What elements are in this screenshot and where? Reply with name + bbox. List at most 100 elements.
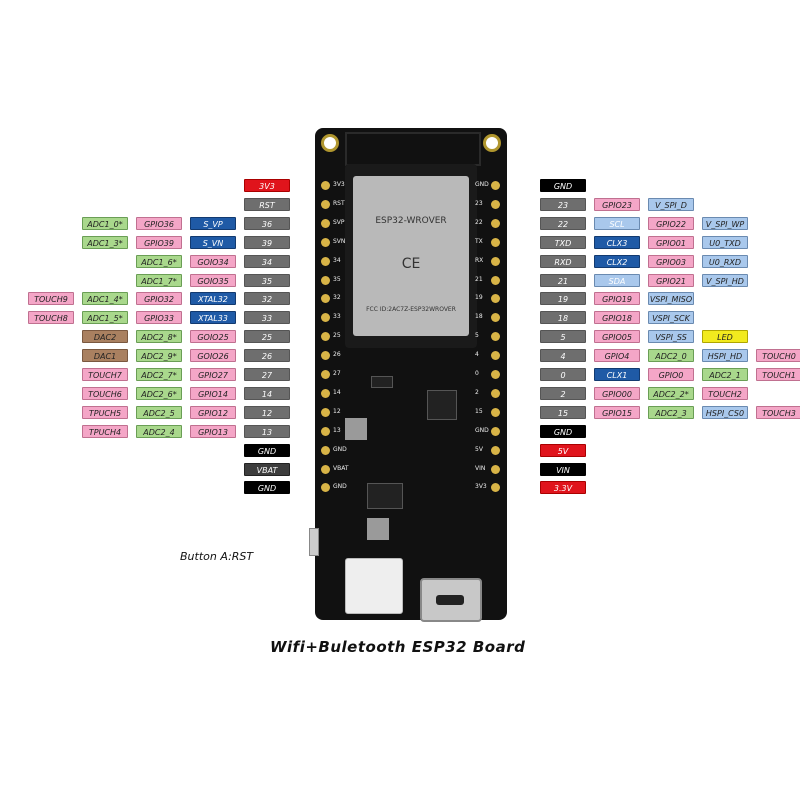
left-row8-label1: GOIO25 (190, 330, 236, 344)
usb-uart-chip (427, 390, 457, 420)
left-row6-label4: TOUCH9 (28, 292, 74, 306)
right-row11-label3: TOUCH2 (702, 386, 748, 400)
right-row5-label0: 21 (540, 273, 586, 287)
left-row10-label3: TOUCH7 (82, 368, 128, 381)
right-silk-13: GND (475, 426, 489, 434)
left-row5-label0: 35 (244, 273, 290, 287)
ce-mark: CE (401, 256, 421, 272)
left-silk-10: 27 (333, 370, 341, 377)
right-row10-label1: CLX1 (594, 368, 640, 381)
right-row3-label3: U0_TXD (702, 235, 748, 249)
left-pad-6 (321, 294, 330, 304)
left-row11-label1: GPIO14 (190, 386, 236, 400)
right-row8-label3: LED (702, 330, 748, 344)
left-row12-label2: ADC2_5 (136, 405, 182, 419)
right-row9-label3: HSPI_HD (702, 349, 748, 363)
left-pad-16 (321, 483, 330, 493)
right-row11-label2: ADC2_2* (648, 386, 694, 400)
right-silk-10: 0 (475, 370, 479, 377)
right-silk-7: 18 (475, 313, 483, 321)
right-row6-label1: GPIO19 (594, 292, 640, 306)
diagram-title: Wifi+Buletooth ESP32 Board (270, 638, 526, 656)
right-silk-8: 5 (475, 332, 479, 340)
right-row6-label0: 19 (540, 292, 586, 306)
left-silk-14: GND (333, 445, 347, 453)
left-row6-label2: GPIO32 (136, 292, 182, 306)
left-silk-5: 35 (333, 275, 341, 283)
left-pad-1 (321, 199, 330, 209)
left-row7-label3: ADC1_5* (82, 311, 128, 325)
right-row0-label0: GND (540, 179, 586, 192)
left-row0-label0: 3V3 (244, 179, 290, 192)
right-row5-label2: GPIO21 (648, 273, 694, 287)
right-pad-5 (491, 275, 500, 285)
micro-usb-port[interactable] (420, 578, 482, 622)
right-row5-label3: V_SPI_HD (702, 273, 748, 287)
right-pad-6 (491, 294, 500, 304)
left-silk-2: SVP (333, 218, 345, 226)
left-silk-1: RST (333, 199, 345, 207)
reset-button[interactable] (309, 528, 319, 556)
right-row10-label2: GPIO0 (648, 368, 694, 381)
right-pad-13 (491, 426, 500, 436)
left-row3-label3: ADC1_3* (82, 235, 128, 249)
left-row13-label2: ADC2_4 (136, 424, 182, 438)
right-row7-label0: 18 (540, 311, 586, 325)
right-row13-label0: GND (540, 424, 586, 438)
charger-chip (367, 483, 403, 509)
right-pad-1 (491, 199, 500, 209)
left-row12-label3: TPUCH5 (82, 405, 128, 419)
right-row12-label0: 15 (540, 405, 586, 419)
left-row9-label0: 26 (244, 349, 290, 363)
right-silk-2: 22 (475, 218, 483, 226)
left-row2-label3: ADC1_0* (82, 216, 128, 230)
right-row3-label2: GPIO01 (648, 235, 694, 249)
left-pad-14 (321, 445, 330, 455)
left-row15-label0: VBAT (244, 462, 290, 476)
left-row8-label3: DAC2 (82, 330, 128, 344)
left-row6-label3: ADC1_4* (82, 292, 128, 306)
left-row9-label2: ADC2_9* (136, 349, 182, 363)
right-pad-8 (491, 332, 500, 342)
mount-hole-top-left (321, 134, 339, 152)
right-row12-label4: TOUCH3 (756, 405, 800, 419)
right-pad-12 (491, 407, 500, 417)
left-row6-label1: XTAL32 (190, 292, 236, 306)
left-row12-label0: 12 (244, 405, 290, 419)
left-row1-label0: RST (244, 197, 290, 211)
left-row5-label2: ADC1_7* (136, 273, 182, 287)
right-row11-label1: GPIO00 (594, 386, 640, 400)
inductor-2 (367, 518, 389, 540)
left-silk-16: GND (333, 483, 347, 491)
left-row10-label2: ADC2_7* (136, 368, 182, 381)
right-pad-0 (491, 181, 500, 190)
right-row8-label0: 5 (540, 330, 586, 344)
left-row10-label0: 27 (244, 368, 290, 381)
right-row7-label1: GPIO18 (594, 311, 640, 325)
right-row9-label4: TOUCH0 (756, 349, 800, 363)
left-row2-label1: S_VP (190, 216, 236, 230)
esp32-module: ESP32-WROVER CE FCC ID:2AC7Z-ESP32WROVER (345, 164, 477, 348)
right-silk-15: VIN (475, 464, 486, 472)
right-row5-label1: SDA (594, 273, 640, 287)
right-row3-label0: TXD (540, 235, 586, 249)
left-pad-5 (321, 275, 330, 285)
right-row1-label1: GPIO23 (594, 197, 640, 211)
left-row2-label0: 36 (244, 216, 290, 230)
right-row4-label2: GPIO03 (648, 254, 694, 268)
left-pad-13 (321, 426, 330, 436)
right-silk-14: 5V (475, 445, 483, 453)
right-row2-label0: 22 (540, 216, 586, 230)
right-row1-label2: V_SPI_D (648, 197, 694, 211)
right-row2-label2: GPIO22 (648, 216, 694, 230)
left-row8-label2: ADC2_8* (136, 330, 182, 344)
right-pad-4 (491, 256, 500, 266)
left-row13-label0: 13 (244, 424, 290, 438)
left-row11-label3: TOUCH6 (82, 386, 128, 400)
left-row9-label3: DAC1 (82, 349, 128, 363)
left-pad-4 (321, 256, 330, 266)
left-pad-3 (321, 237, 330, 247)
right-pad-10 (491, 370, 500, 379)
right-silk-3: TX (475, 237, 483, 245)
right-row12-label3: HSPI_CS0 (702, 405, 748, 419)
